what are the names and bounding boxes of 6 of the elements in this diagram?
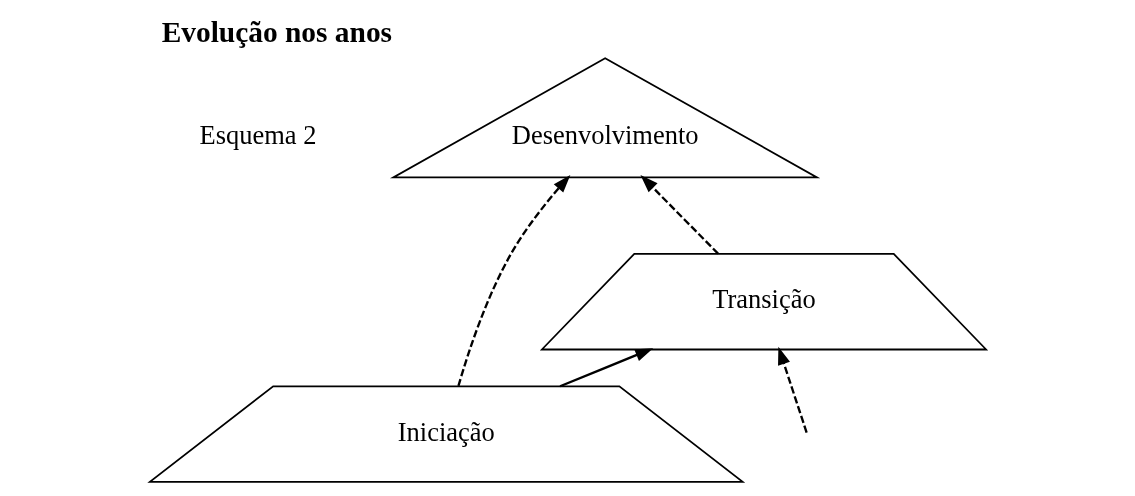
arrow: [639, 174, 719, 255]
diagram-title: Evolução nos anos: [161, 16, 392, 49]
label: Esquema 2: [199, 120, 316, 151]
arrow: [559, 348, 653, 388]
arrow: [456, 174, 570, 387]
arrow: [777, 346, 808, 433]
